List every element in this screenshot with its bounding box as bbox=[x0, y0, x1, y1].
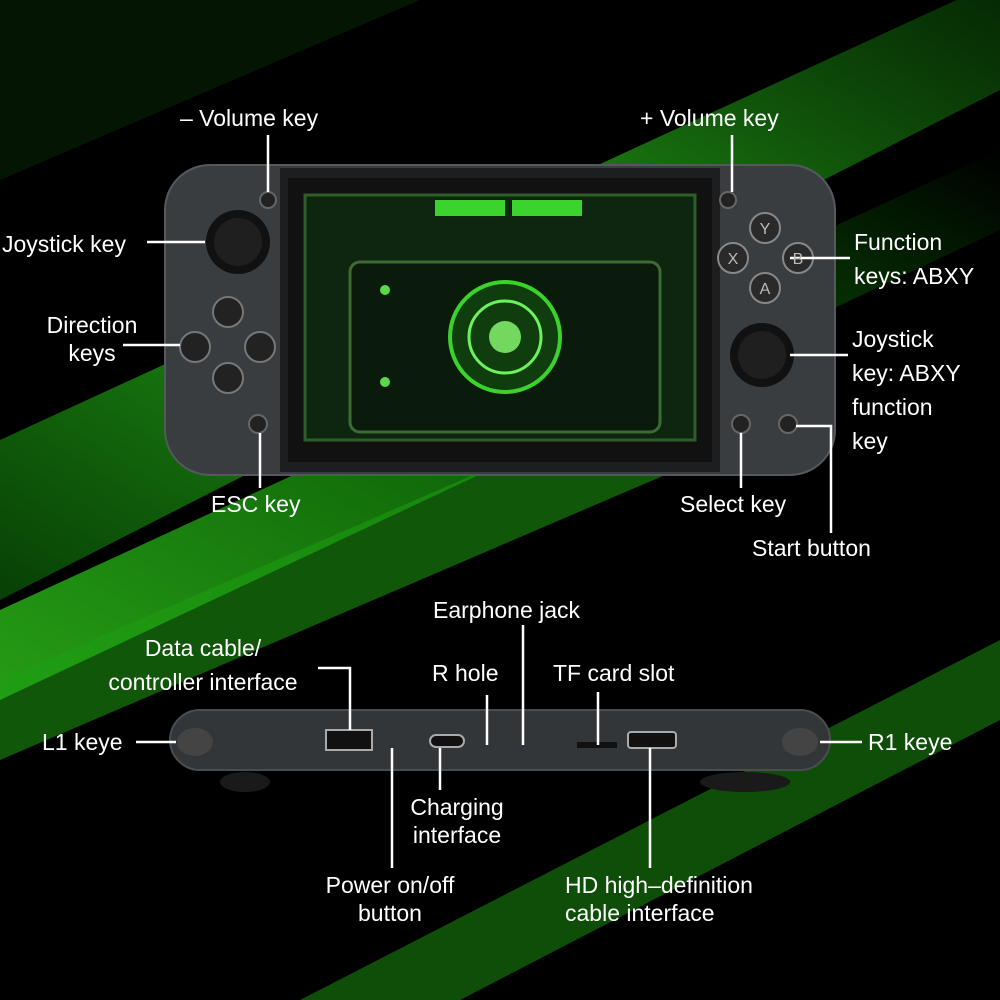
label-l1-key: L1 keye bbox=[42, 729, 123, 755]
label-volume-plus: + Volume key bbox=[640, 105, 779, 131]
label-data-cable: Data cable/ controller interface bbox=[108, 635, 298, 695]
label-volume-minus: – Volume key bbox=[180, 105, 319, 131]
label-tf-card-slot: TF card slot bbox=[553, 660, 675, 686]
label-joystick-left: Joystick key bbox=[2, 231, 126, 257]
label-earphone-jack: Earphone jack bbox=[433, 597, 581, 623]
label-charging-interface: Charging interface bbox=[410, 794, 504, 848]
label-function-keys: Function keys: ABXY bbox=[854, 229, 975, 289]
label-joystick-right: Joystick key: ABXY function key bbox=[852, 326, 961, 454]
label-esc-key: ESC key bbox=[211, 491, 301, 517]
label-power-button: Power on/off button bbox=[325, 872, 455, 926]
label-select-key: Select key bbox=[680, 491, 787, 517]
label-r-hole: R hole bbox=[432, 660, 499, 686]
label-hdmi-interface: HD high–definition cable interface bbox=[565, 872, 753, 926]
label-direction-keys: Direction keys bbox=[46, 312, 138, 366]
label-r1-key: R1 keye bbox=[868, 729, 953, 755]
label-start-button: Start button bbox=[752, 535, 871, 561]
